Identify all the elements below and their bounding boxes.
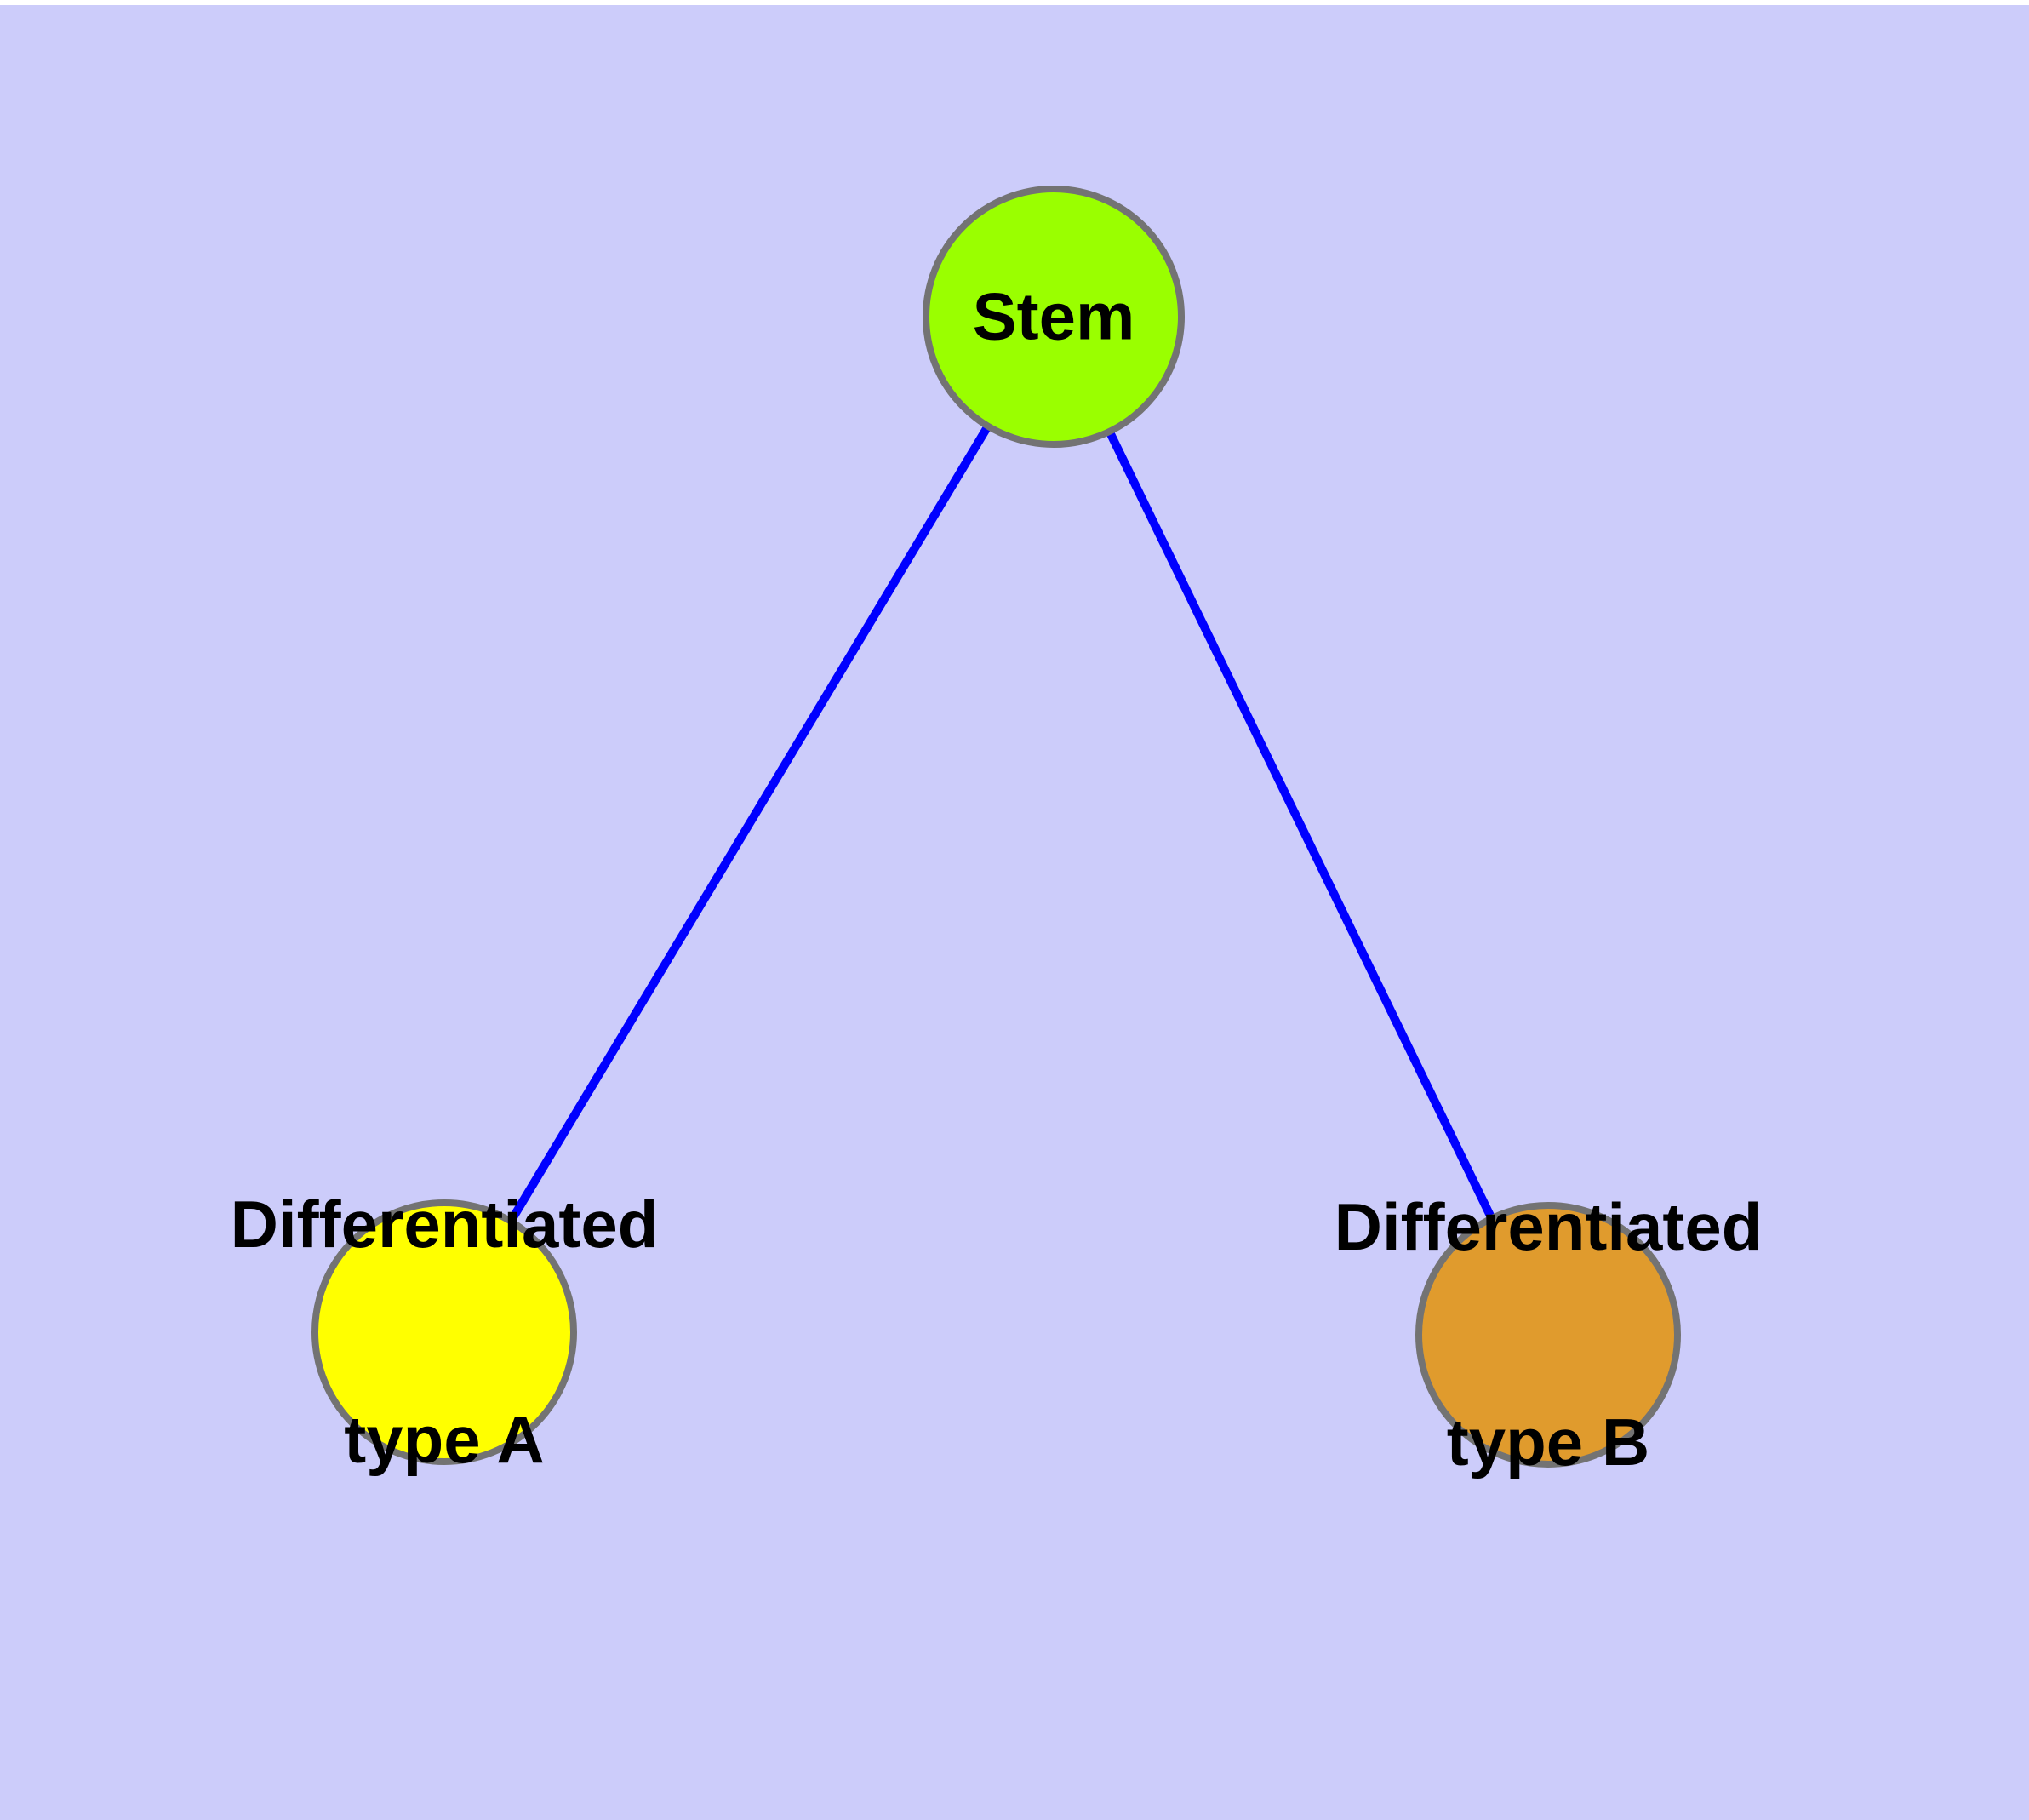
node-circle-stem[interactable] — [923, 186, 1185, 448]
node-circle-differentiated-type-b[interactable] — [1415, 1202, 1681, 1468]
node-circle-differentiated-type-a[interactable] — [311, 1199, 577, 1465]
edge-layer — [440, 314, 1552, 1337]
node-layer — [311, 186, 1681, 1468]
edge-stem-to-diff-a — [440, 314, 1058, 1335]
canvas-top-margin — [0, 0, 2029, 5]
edge-stem-to-diff-b — [1049, 314, 1552, 1337]
